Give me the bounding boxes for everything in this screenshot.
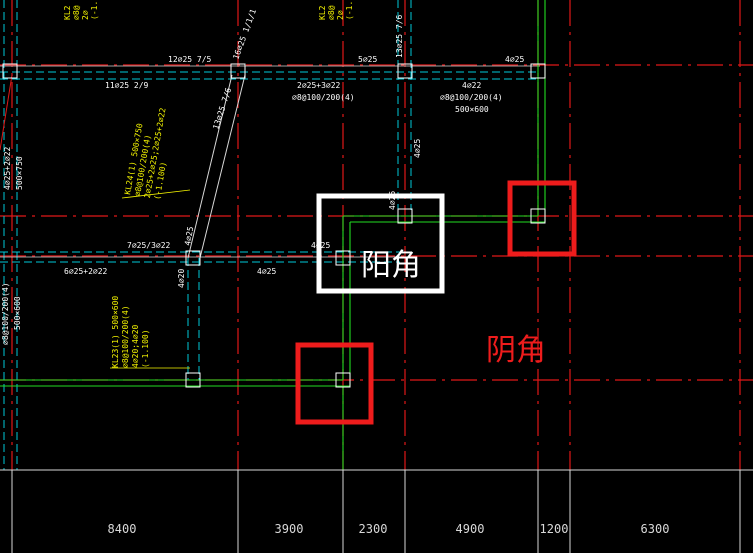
beam-label: 6⌀25+2⌀22 [64,267,108,276]
beam-spec-kl23: KL23(1) 500×600 ⌀8@100/200(4) 4⌀20;4⌀20 … [111,296,150,368]
dim-label: 3900 [275,522,304,536]
beam-label: 12⌀25 7/5 [168,55,212,64]
spec-line: ⌀8@ [72,5,81,20]
beams [0,0,540,470]
column [2,63,18,79]
beam-spec-kl24: KL24(1) 500×750 ⌀8@100/200(4) 2⌀25+2⌀25;… [123,107,168,201]
beam-label: 4⌀25 [413,139,422,158]
walls [0,0,546,470]
beam-label: 4⌀25+2⌀22 [3,146,12,190]
column [230,63,246,79]
spec-line: ⌀8@ [327,5,336,20]
dimension-line [0,469,753,553]
spec-line: KL2 [63,5,72,20]
spec-line: (-1. [345,1,354,20]
beam-label: 4⌀25 [257,267,276,276]
beam-spec-top-mid: KL2 ⌀8@ 2⌀ (-1. [318,1,354,20]
dim-label: 1200 [540,522,569,536]
spec-line: (-1. [90,1,99,20]
beam-label: 4⌀22 [462,81,481,90]
dim-label: 2300 [359,522,388,536]
highlights [295,180,577,425]
spec-line: 4⌀20;4⌀20 [131,324,140,368]
beam-spec-top-left: KL2 ⌀8@ 2⌀ (-1. [63,1,99,20]
beam-label: 4⌀25 [183,226,195,247]
spec-line: 2⌀ [81,10,90,20]
column [397,208,413,224]
beam-label: 11⌀25 2/9 [105,81,149,90]
spec-line: KL23(1) 500×600 [111,296,120,368]
spec-line: (-1.100) [141,329,150,368]
spec-line: 2⌀ [336,10,345,20]
dim-label: 4900 [456,522,485,536]
column [397,63,413,79]
yang-jiao-label: 阳角 [361,248,421,283]
beam-label: 13⌀25 7/6 [395,14,404,58]
beam-label: ⌀8@100/200(4) [440,93,503,102]
column [185,250,201,266]
beam-label: 500×750 [15,156,24,190]
beam-label: ⌀8@100/200(4) [292,93,355,102]
column [335,372,351,388]
beam-labels: 12⌀25 7/5 16⌀25 1/1/1 5⌀25 13⌀25 7/6 4⌀2… [1,8,524,345]
beam-label: 4⌀25 [505,55,524,64]
column [530,63,546,79]
beam-label: 5⌀25 [358,55,377,64]
beam-label: 500×600 [13,296,22,330]
spec-line: KL2 [318,5,327,20]
column [185,372,201,388]
highlight-box-white [316,193,445,294]
highlight-box-red [507,180,577,257]
dimension-labels: 8400 3900 2300 4900 1200 6300 [108,522,670,536]
axis-grid [0,0,753,470]
beam-label: 16⌀25 1/1/1 [231,8,258,61]
dim-label: 8400 [108,522,137,536]
beam-label: 4⌀20 [177,269,186,288]
beam-label: 13⌀25 7/6 [211,86,233,130]
beam-label: 4⌀25 [388,191,397,210]
spec-line: ⌀8@100/200(4) [121,305,130,368]
beam-label: 500×600 [455,105,489,114]
beam-label: 2⌀25+3⌀22 [297,81,341,90]
dim-label: 6300 [641,522,670,536]
column [530,208,546,224]
beam-label: 7⌀25/3⌀22 [127,241,171,250]
columns [2,63,546,388]
beam-diag-left [0,74,13,151]
beam-diag [187,74,233,259]
yin-jiao-label: 阴角 [486,333,546,368]
column [335,250,351,266]
beam-label: ⌀8@100/200(4) [1,282,10,345]
highlight-box-red [295,342,374,425]
leader-line [121,189,191,199]
beam-diag-2 [199,74,246,259]
